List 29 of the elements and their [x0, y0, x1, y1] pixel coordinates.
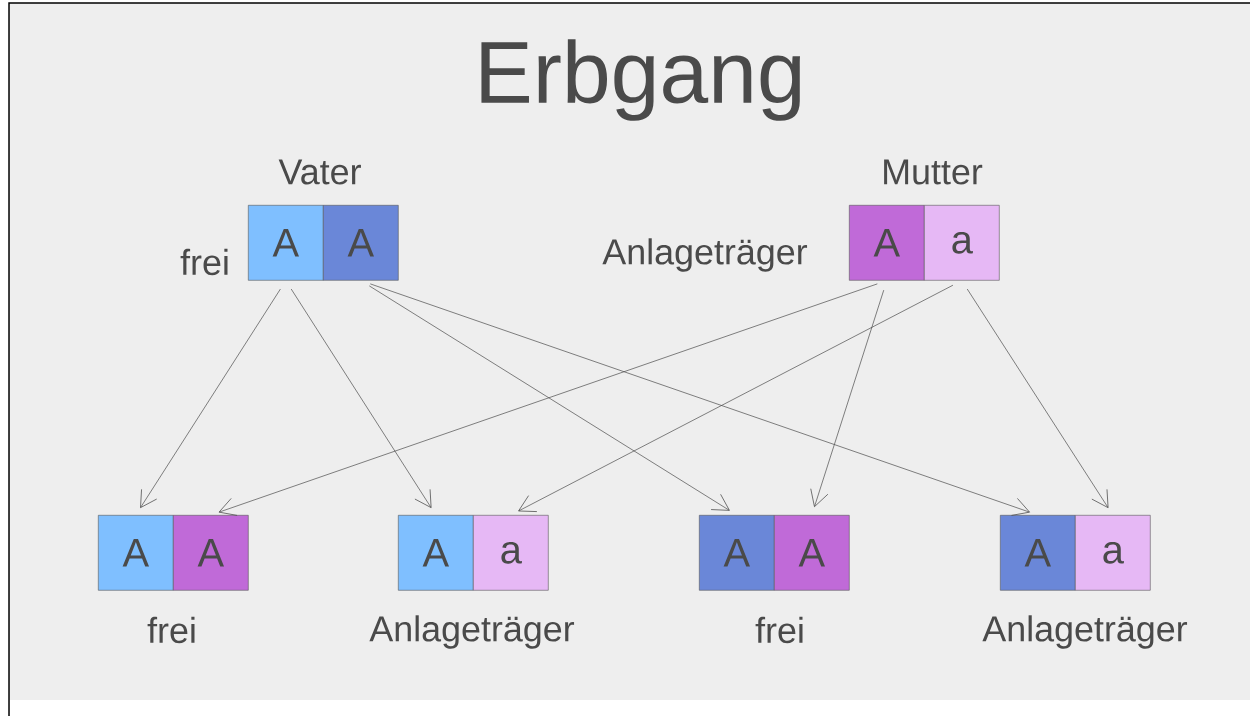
arrow [966, 288, 1109, 509]
allele-box: A [98, 515, 174, 591]
allele-box: a [924, 205, 1000, 281]
allele-box: a [473, 515, 549, 591]
arrow [368, 285, 730, 511]
label: Anlageträger [369, 615, 575, 649]
allele-box: A [173, 515, 249, 591]
allele-box: A [248, 205, 324, 281]
allele-box: A [1000, 515, 1076, 591]
title: Erbgang [481, 39, 801, 121]
allele-box: a [1075, 515, 1151, 591]
arrow [290, 288, 432, 508]
arrow [140, 288, 281, 508]
allele-box: A [398, 515, 474, 591]
allele-box: A [323, 205, 399, 281]
arrow [369, 283, 1030, 516]
allele-box: A [699, 515, 775, 591]
label: Vater [278, 159, 361, 185]
label: frei [755, 616, 803, 644]
allele-box: A [849, 205, 925, 281]
label: Mutter [884, 159, 983, 185]
allele-box: A [774, 515, 850, 591]
arrow [218, 283, 878, 516]
arrow [518, 284, 954, 512]
label: frei [180, 248, 228, 276]
label: Anlageträger [982, 615, 1188, 649]
label: Anlageträger [602, 238, 808, 272]
label: frei [147, 616, 195, 644]
arrow [810, 289, 885, 508]
